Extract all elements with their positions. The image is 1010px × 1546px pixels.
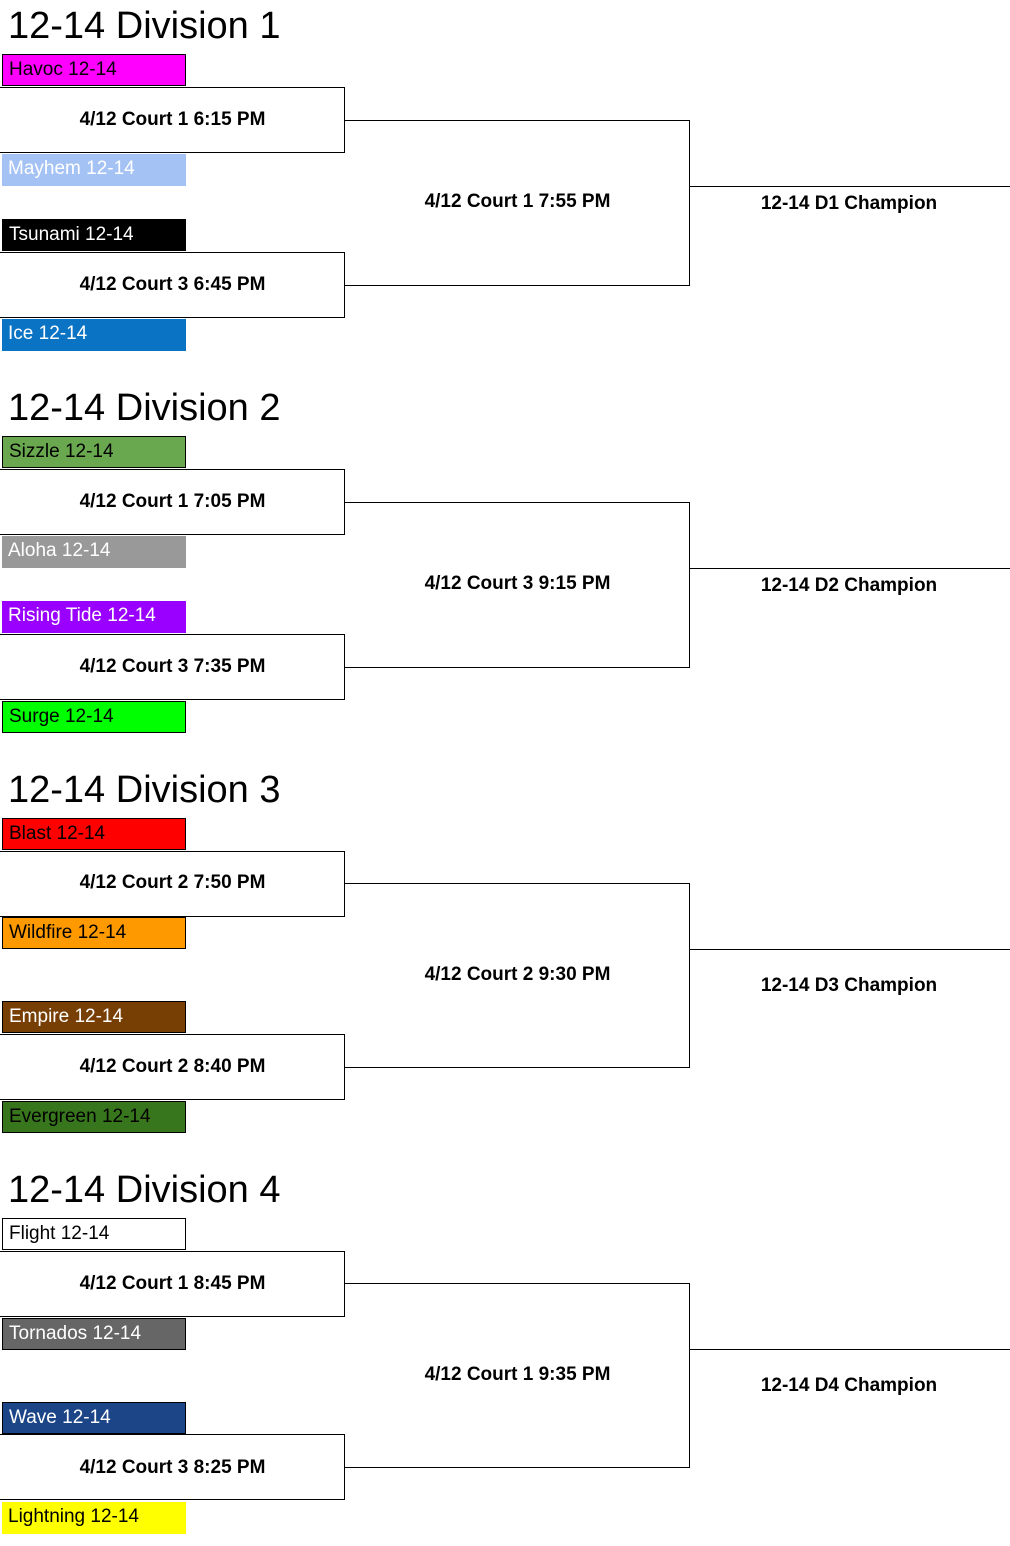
team-slot[interactable]: Tsunami 12-14	[2, 219, 186, 251]
match-label: 4/12 Court 3 7:35 PM	[79, 656, 266, 677]
final-bracket-line	[345, 1283, 690, 1468]
team-name: Tsunami 12-14	[9, 224, 134, 245]
team-name: Rising Tide 12-14	[8, 605, 156, 626]
match-label: 4/12 Court 2 8:40 PM	[79, 1056, 266, 1077]
team-name: Ice 12-14	[8, 323, 88, 344]
match-label: 4/12 Court 3 8:25 PM	[79, 1457, 266, 1478]
division-4: 12-14 Division 4 Flight 12-14 Tornados 1…	[0, 1164, 1010, 1546]
team-name: Surge 12-14	[9, 706, 114, 727]
team-name: Aloha 12-14	[8, 540, 111, 561]
champion-line	[690, 949, 1010, 950]
team-name: Havoc 12-14	[9, 59, 117, 80]
team-name: Sizzle 12-14	[9, 441, 114, 462]
match-label: 4/12 Court 2 7:50 PM	[79, 872, 266, 893]
team-name: Empire 12-14	[9, 1006, 124, 1027]
team-name: Flight 12-14	[9, 1223, 110, 1244]
team-slot[interactable]: Blast 12-14	[2, 818, 186, 850]
team-slot[interactable]: Flight 12-14	[2, 1218, 186, 1250]
final-bracket-line	[345, 502, 690, 668]
champion-label: 12-14 D3 Champion	[760, 975, 938, 996]
team-slot[interactable]: Evergreen 12-14	[2, 1101, 186, 1133]
final-bracket-line	[345, 883, 690, 1068]
division-title: 12-14 Division 3	[8, 769, 281, 811]
final-match-label: 4/12 Court 2 9:30 PM	[424, 964, 611, 985]
match-bracket-line	[0, 1251, 345, 1317]
match-bracket-line	[0, 252, 345, 318]
division-2: 12-14 Division 2 Sizzle 12-14 Aloha 12-1…	[0, 382, 1010, 764]
champion-label: 12-14 D4 Champion	[760, 1375, 938, 1396]
match-bracket-line	[0, 1034, 345, 1100]
match-label: 4/12 Court 3 6:45 PM	[79, 274, 266, 295]
division-3: 12-14 Division 3 Blast 12-14 Wildfire 12…	[0, 764, 1010, 1146]
final-bracket-line	[345, 120, 690, 286]
match-bracket-line	[0, 851, 345, 917]
champion-line	[690, 568, 1010, 569]
team-name: Wildfire 12-14	[9, 922, 127, 943]
team-name: Mayhem 12-14	[8, 158, 135, 179]
champion-label: 12-14 D2 Champion	[760, 575, 938, 596]
division-title: 12-14 Division 1	[8, 5, 281, 47]
team-slot[interactable]: Rising Tide 12-14	[2, 601, 186, 633]
division-title: 12-14 Division 2	[8, 387, 281, 429]
division-1: 12-14 Division 1 Havoc 12-14 Mayhem 12-1…	[0, 0, 1010, 382]
division-title: 12-14 Division 4	[8, 1169, 281, 1211]
final-match-label: 4/12 Court 1 9:35 PM	[424, 1364, 611, 1385]
team-slot[interactable]: Mayhem 12-14	[2, 154, 186, 186]
champion-label: 12-14 D1 Champion	[760, 193, 938, 214]
team-name: Wave 12-14	[9, 1407, 111, 1428]
match-bracket-line	[0, 1434, 345, 1500]
match-label: 4/12 Court 1 6:15 PM	[79, 109, 266, 130]
team-slot[interactable]: Lightning 12-14	[2, 1502, 186, 1534]
team-slot[interactable]: Sizzle 12-14	[2, 436, 186, 468]
team-name: Tornados 12-14	[9, 1323, 142, 1344]
team-slot[interactable]: Havoc 12-14	[2, 54, 186, 86]
team-name: Blast 12-14	[9, 823, 106, 844]
team-name: Lightning 12-14	[8, 1506, 139, 1527]
match-bracket-line	[0, 469, 345, 535]
match-bracket-line	[0, 87, 345, 153]
team-name: Evergreen 12-14	[9, 1106, 151, 1127]
team-slot[interactable]: Surge 12-14	[2, 701, 186, 733]
match-bracket-line	[0, 634, 345, 700]
match-label: 4/12 Court 1 8:45 PM	[79, 1273, 266, 1294]
team-slot[interactable]: Empire 12-14	[2, 1001, 186, 1033]
team-slot[interactable]: Aloha 12-14	[2, 536, 186, 568]
final-match-label: 4/12 Court 1 7:55 PM	[424, 191, 611, 212]
team-slot[interactable]: Wildfire 12-14	[2, 917, 186, 949]
final-match-label: 4/12 Court 3 9:15 PM	[424, 573, 611, 594]
champion-line	[690, 186, 1010, 187]
match-label: 4/12 Court 1 7:05 PM	[79, 491, 266, 512]
team-slot[interactable]: Ice 12-14	[2, 319, 186, 351]
team-slot[interactable]: Wave 12-14	[2, 1402, 186, 1434]
team-slot[interactable]: Tornados 12-14	[2, 1318, 186, 1350]
champion-line	[690, 1349, 1010, 1350]
